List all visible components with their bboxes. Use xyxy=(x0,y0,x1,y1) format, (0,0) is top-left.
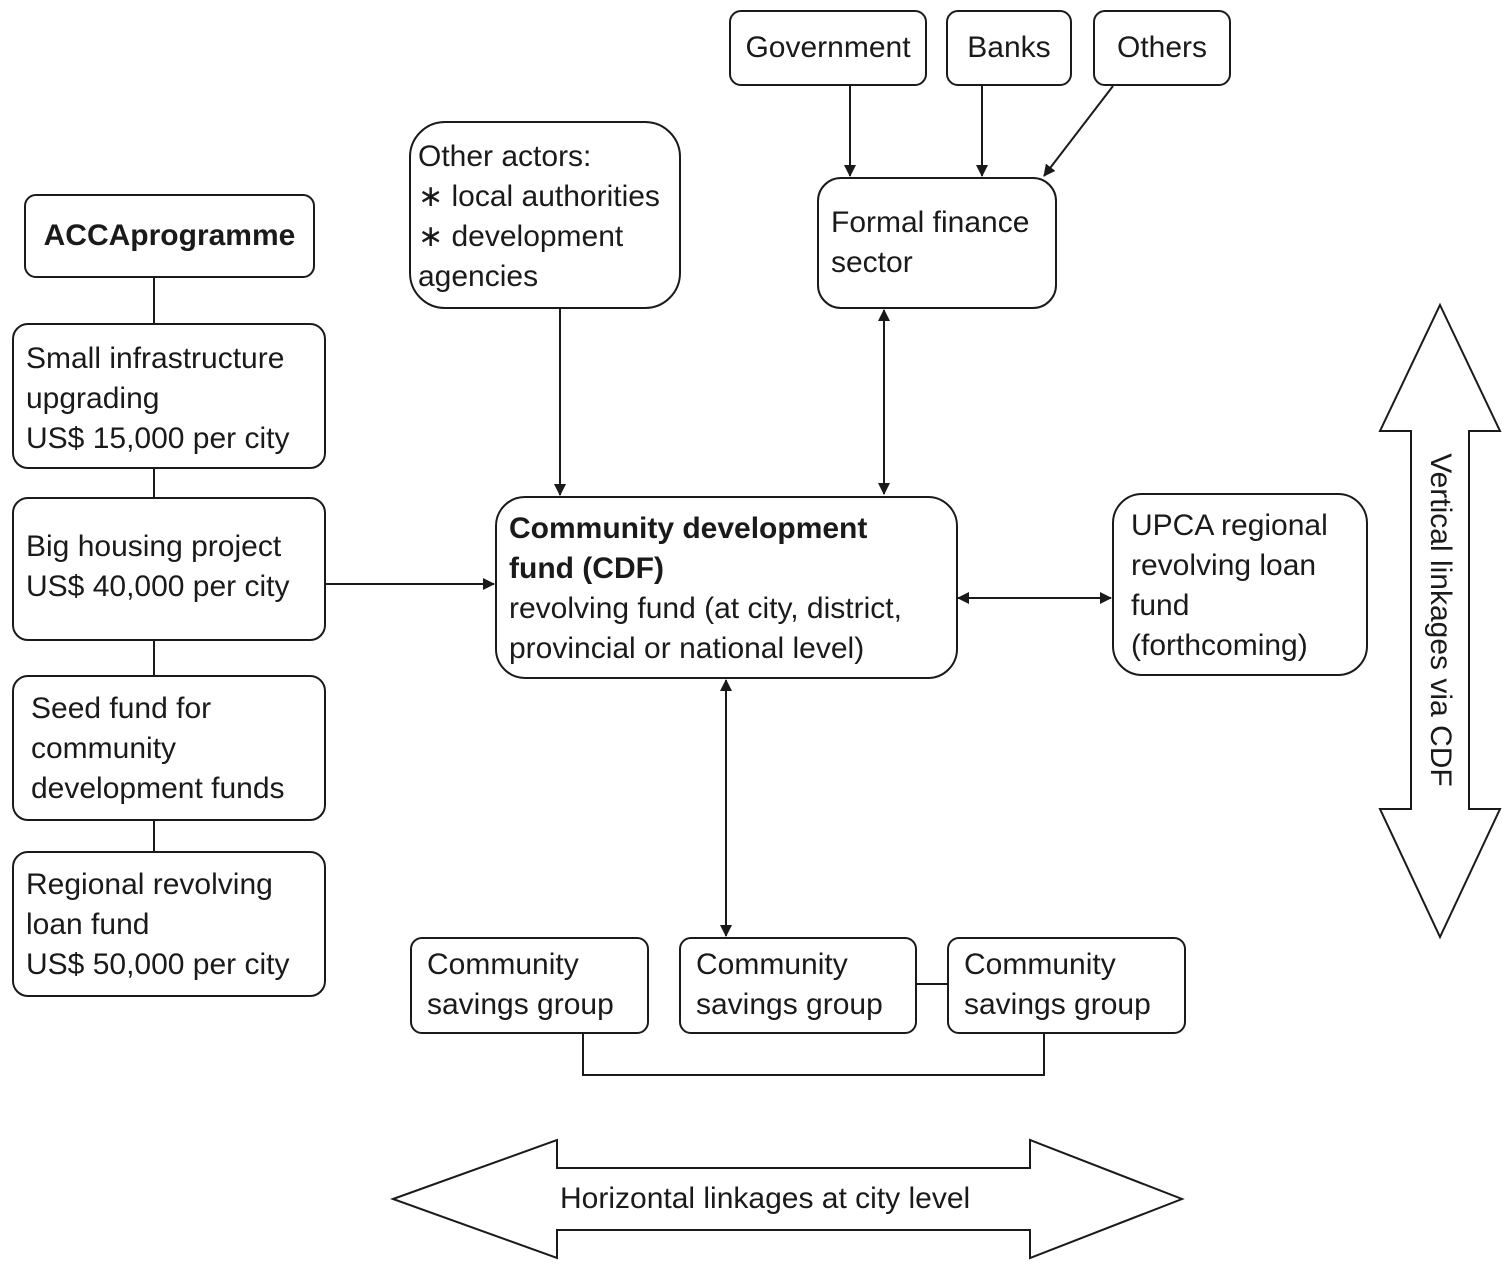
big-housing-line-1: Big housing project xyxy=(26,530,282,563)
other-actors-line-1: Other actors: xyxy=(418,140,592,173)
upca-box: UPCA regional revolving loan fund (forth… xyxy=(1112,493,1368,676)
others-label: Others xyxy=(1116,31,1208,64)
small-infra-line-2: upgrading xyxy=(26,382,160,415)
formal-finance-box: Formal finance sector xyxy=(817,177,1057,309)
regional-line-2: loan fund xyxy=(26,908,150,941)
formal-finance-line-2: sector xyxy=(831,246,913,279)
upca-line-2: revolving loan xyxy=(1131,549,1317,582)
cdf-body-line-1: revolving fund (at city, district, xyxy=(509,592,902,625)
others-to-finance-arrow xyxy=(1043,85,1114,177)
other-actors-line-4: agencies xyxy=(418,260,539,293)
government-box: Government xyxy=(729,10,927,86)
savings-group-box-2: Community savings group xyxy=(679,937,917,1034)
seed-fund-line-2: community xyxy=(31,732,177,765)
cdf-title-line-1: Community development xyxy=(509,512,868,545)
upca-line-3: fund xyxy=(1131,589,1190,622)
savings-group-1-line-1: Community xyxy=(427,948,579,981)
savings-group-3-line-1: Community xyxy=(964,948,1116,981)
other-actors-box: Other actors: ∗ local authorities ∗ deve… xyxy=(409,121,681,309)
government-label: Government xyxy=(745,31,911,64)
horizontal-linkages-label: Horizontal linkages at city level xyxy=(560,1182,971,1215)
acca-programme-box: ACCAprogramme xyxy=(24,194,315,278)
cdf-title-line-2: fund (CDF) xyxy=(509,552,664,585)
vertical-linkages-label: Vertical linkages via CDF xyxy=(1424,453,1457,787)
big-housing-line-2: US$ 40,000 per city xyxy=(26,570,290,603)
seed-fund-box: Seed fund for community development fund… xyxy=(12,675,326,821)
cdf-body-line-2: provincial or national level) xyxy=(509,632,865,665)
savings-group-box-1: Community savings group xyxy=(410,937,649,1034)
cdf-box: Community development fund (CDF) revolvi… xyxy=(495,496,958,679)
banks-label: Banks xyxy=(967,31,1051,64)
other-actors-line-3: ∗ development xyxy=(418,220,624,253)
acca-title: ACCAprogramme xyxy=(43,219,296,252)
savings-group-box-3: Community savings group xyxy=(947,937,1186,1034)
small-infra-line-1: Small infrastructure xyxy=(26,342,285,375)
regional-line-3: US$ 50,000 per city xyxy=(26,948,290,981)
seed-fund-line-1: Seed fund for xyxy=(31,692,212,725)
small-infra-line-3: US$ 15,000 per city xyxy=(26,422,290,455)
savings-group-1-line-2: savings group xyxy=(427,988,614,1021)
big-housing-box: Big housing project US$ 40,000 per city xyxy=(12,497,326,641)
vertical-linkage-arrow xyxy=(1378,302,1502,940)
regional-revolving-box: Regional revolving loan fund US$ 50,000 … xyxy=(12,851,326,997)
savings-group-2-line-2: savings group xyxy=(696,988,883,1021)
banks-box: Banks xyxy=(946,10,1072,86)
formal-finance-line-1: Formal finance xyxy=(831,206,1030,239)
other-actors-line-2: ∗ local authorities xyxy=(418,180,660,213)
upca-line-1: UPCA regional xyxy=(1131,509,1328,542)
regional-line-1: Regional revolving xyxy=(26,868,273,901)
small-infrastructure-box: Small infrastructure upgrading US$ 15,00… xyxy=(12,323,326,469)
upca-line-4: (forthcoming) xyxy=(1131,629,1308,662)
savings-group-2-line-1: Community xyxy=(696,948,848,981)
savings-group-3-line-2: savings group xyxy=(964,988,1151,1021)
others-box: Others xyxy=(1093,10,1231,86)
horizontal-linkage-arrow xyxy=(390,1138,1185,1260)
seed-fund-line-3: development funds xyxy=(31,772,285,805)
savings-bracket-line xyxy=(582,1034,1045,1076)
